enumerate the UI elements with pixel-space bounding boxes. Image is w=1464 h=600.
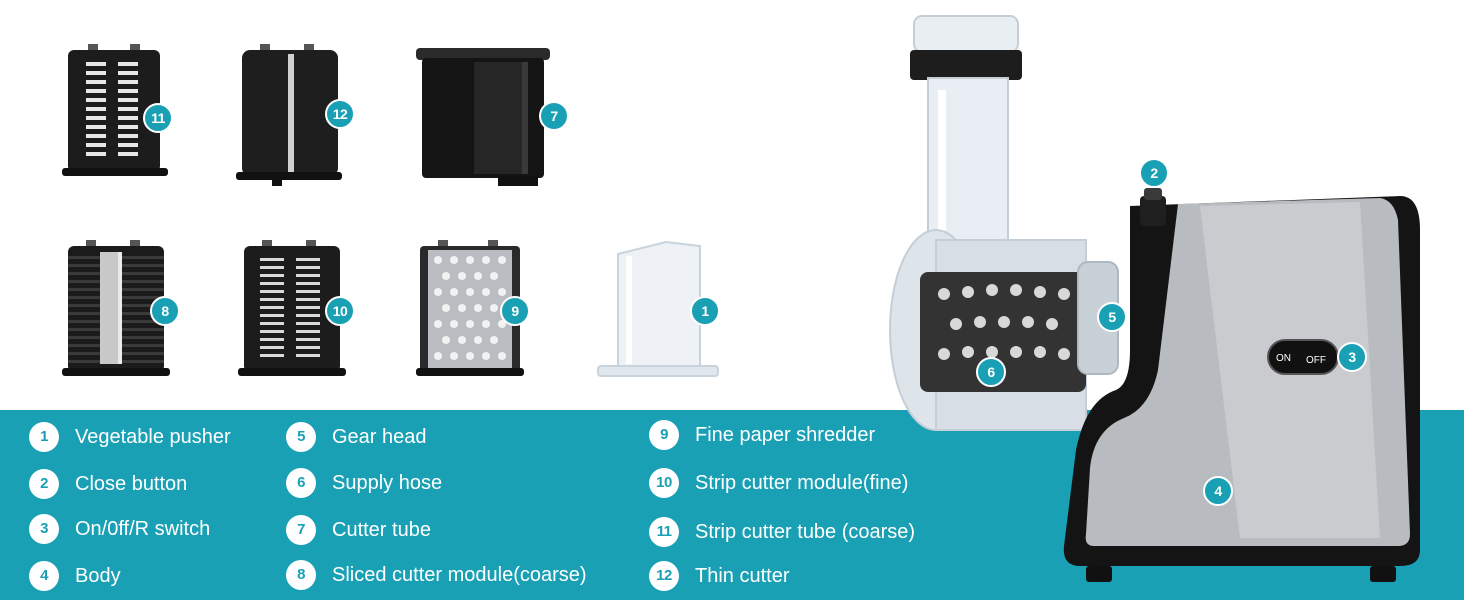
legend-item-supply-hose: 6 Supply hose: [286, 466, 442, 500]
legend-item-body: 4 Body: [29, 559, 121, 593]
callout-badge-10: 10: [325, 296, 355, 326]
main-machine: [889, 15, 1420, 582]
legend-number: 6: [286, 468, 316, 498]
legend-number: 3: [29, 514, 59, 544]
legend-label: Supply hose: [332, 471, 443, 494]
callout-badge-7: 7: [539, 101, 569, 131]
legend-number: 12: [649, 561, 679, 591]
legend-number: 5: [286, 422, 316, 452]
part-strip-cutter-tube-coarse: [62, 44, 168, 176]
legend-item-switch: 3 On/0ff/R switch: [29, 512, 210, 546]
part-cutter-tube: [416, 48, 550, 186]
legend-label: Cutter tube: [332, 518, 431, 541]
part-thin-cutter: [236, 44, 342, 186]
legend-number: 1: [29, 422, 59, 452]
callout-badge-2: 2: [1139, 158, 1169, 188]
legend-label: Thin cutter: [695, 564, 790, 587]
legend-item-fine-paper-shredder: 9 Fine paper shredder: [649, 418, 875, 452]
callout-badge-11: 11: [143, 103, 173, 133]
legend-label: Vegetable pusher: [75, 425, 231, 448]
callout-badge-5: 5: [1097, 302, 1127, 332]
legend-label: Fine paper shredder: [695, 423, 876, 446]
legend-number: 10: [649, 468, 679, 498]
legend-item-thin-cutter: 12 Thin cutter: [649, 559, 789, 593]
legend-label: Close button: [75, 472, 188, 495]
legend-number: 7: [286, 515, 316, 545]
legend-label: Gear head: [332, 425, 427, 448]
callout-badge-8: 8: [150, 296, 180, 326]
legend-label: Sliced cutter module(coarse): [332, 563, 587, 586]
legend-label: On/0ff/R switch: [75, 517, 211, 540]
legend-item-strip-cutter-module-fine: 10 Strip cutter module(fine): [649, 466, 908, 500]
callout-badge-1: 1: [690, 296, 720, 326]
part-sliced-cutter-module-coarse: [62, 240, 170, 376]
legend-item-close-button: 2 Close button: [29, 467, 187, 501]
legend-number: 2: [29, 469, 59, 499]
legend-item-strip-cutter-tube-coarse: 11 Strip cutter tube (coarse): [649, 515, 915, 549]
callout-badge-6: 6: [976, 357, 1006, 387]
switch-on-label: ON: [1276, 353, 1291, 364]
legend-item-vegetable-pusher: 1 Vegetable pusher: [29, 420, 231, 454]
legend-label: Strip cutter module(fine): [695, 471, 909, 494]
legend-item-gear-head: 5 Gear head: [286, 420, 427, 454]
switch-off-label: OFF: [1306, 355, 1326, 366]
legend-number: 8: [286, 560, 316, 590]
callout-badge-3: 3: [1337, 342, 1367, 372]
legend-number: 9: [649, 420, 679, 450]
callout-badge-4: 4: [1203, 476, 1233, 506]
legend-item-sliced-cutter-module: 8 Sliced cutter module(coarse): [286, 558, 587, 592]
legend-label: Strip cutter tube (coarse): [695, 520, 916, 543]
callout-badge-9: 9: [500, 296, 530, 326]
part-fine-paper-shredder: [416, 240, 524, 376]
legend-item-cutter-tube: 7 Cutter tube: [286, 513, 431, 547]
legend-number: 4: [29, 561, 59, 591]
callout-badge-12: 12: [325, 99, 355, 129]
part-strip-cutter-module-fine: [238, 240, 346, 376]
legend-number: 11: [649, 517, 679, 547]
legend-label: Body: [75, 564, 121, 587]
